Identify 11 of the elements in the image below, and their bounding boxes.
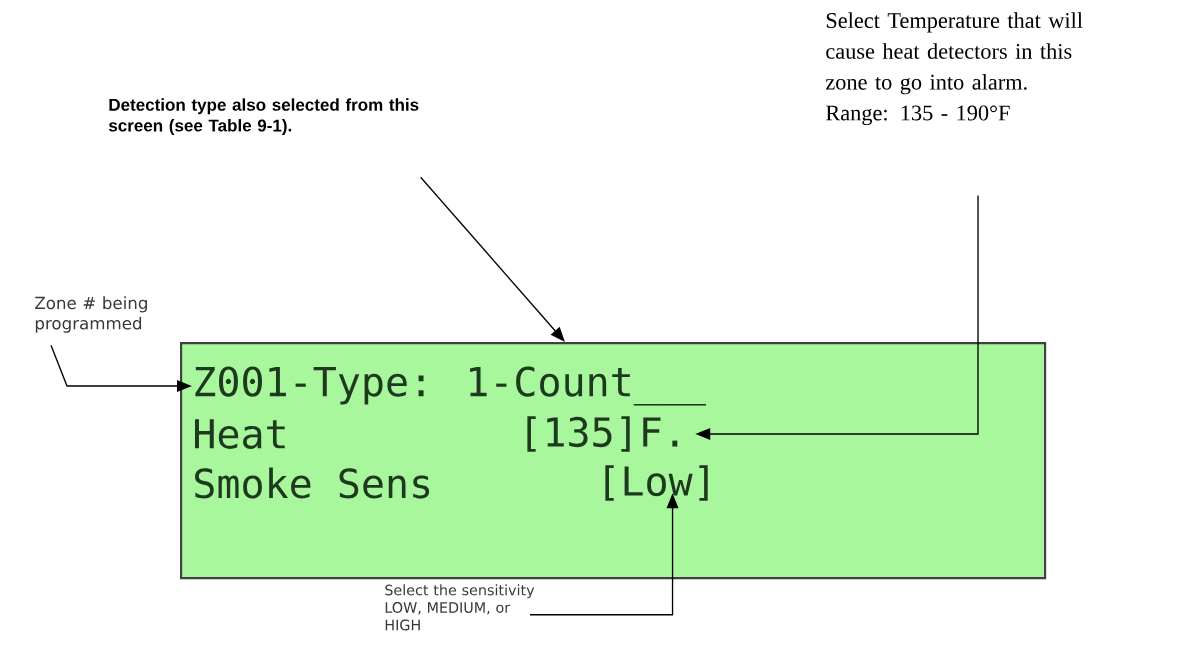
callout-text: Detection type also selected from this screen (see Table 9-1). [108, 98, 419, 135]
display-text: Z001-Type: 1-Count___ [195, 366, 706, 406]
callout-text: Select Temperature that will cause heat detectors in this zone to go into alarm. Range: 135 - 190°F [825, 12, 1083, 126]
callout-text: Zone # being programmed [35, 296, 147, 333]
display-text: Heat [195, 419, 285, 449]
display-text: [135]F. [527, 416, 678, 452]
display-text: Smoke Sens [195, 467, 430, 499]
lcd-screen [180, 342, 1047, 580]
display-text: [Low] [605, 465, 708, 501]
leader-arrow [420, 176, 565, 342]
callout-text: Select the sensitivity LOW, MEDIUM, or HIGH [385, 584, 535, 631]
